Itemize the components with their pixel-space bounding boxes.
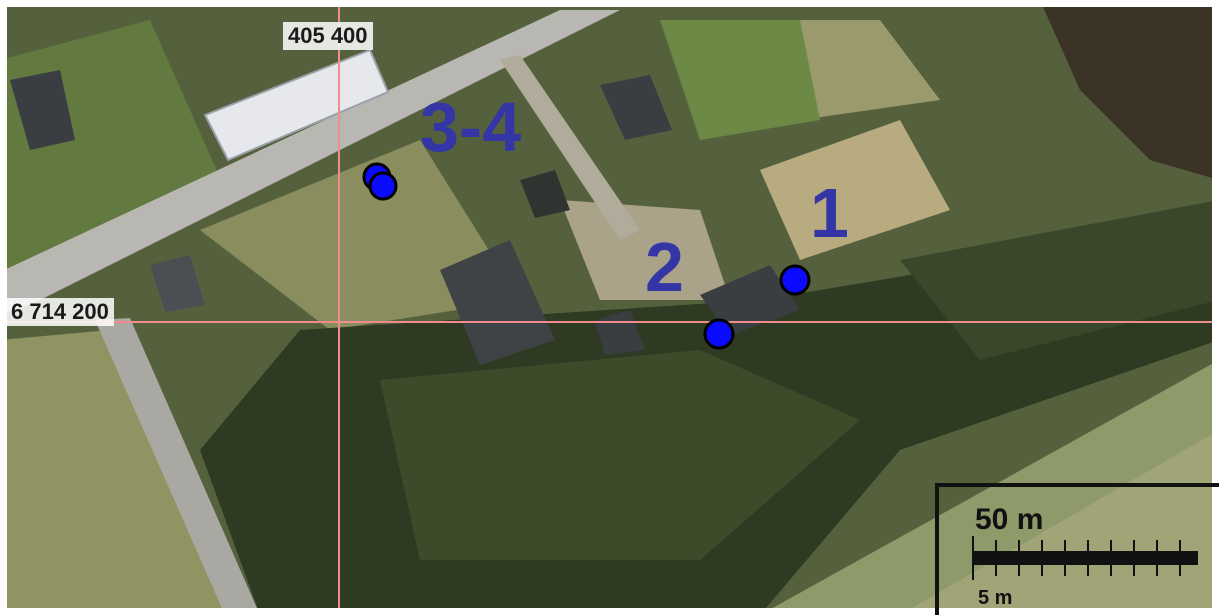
building-shed	[150, 255, 205, 312]
easting-label: 405 400	[283, 22, 373, 50]
building-small	[520, 170, 570, 218]
building-white	[203, 48, 390, 162]
building-north	[600, 75, 672, 140]
yard-center	[200, 140, 520, 330]
scale-bar-minor-label: 5 m	[978, 587, 1013, 609]
scale-bar-rule	[972, 551, 1198, 565]
lawn-north	[660, 20, 820, 140]
site-label-2: 2	[645, 228, 684, 306]
marker-site-2	[703, 318, 735, 350]
water-body	[1040, 0, 1219, 180]
forest-east	[900, 200, 1219, 360]
building-house	[440, 240, 555, 365]
gravel-yard	[560, 200, 730, 300]
building-nw	[10, 70, 75, 150]
building-east	[700, 265, 800, 335]
scale-bar-major-label: 50 m	[975, 503, 1044, 536]
marker-site-4	[368, 171, 398, 201]
road-main	[0, 10, 620, 315]
field-southeast-light	[900, 430, 1219, 615]
marker-site-1	[779, 264, 811, 296]
forest-mid	[380, 350, 860, 560]
road-south	[95, 318, 260, 615]
field-dry	[760, 120, 950, 260]
field-southwest	[0, 330, 230, 615]
northing-label: 6 714 200	[6, 298, 114, 326]
scale-bar-frame	[935, 483, 1219, 615]
site-label-3-4: 3-4	[420, 88, 522, 166]
site-label-1: 1	[810, 174, 849, 252]
scale-bar-ticks	[972, 536, 1181, 580]
driveway	[500, 55, 640, 240]
